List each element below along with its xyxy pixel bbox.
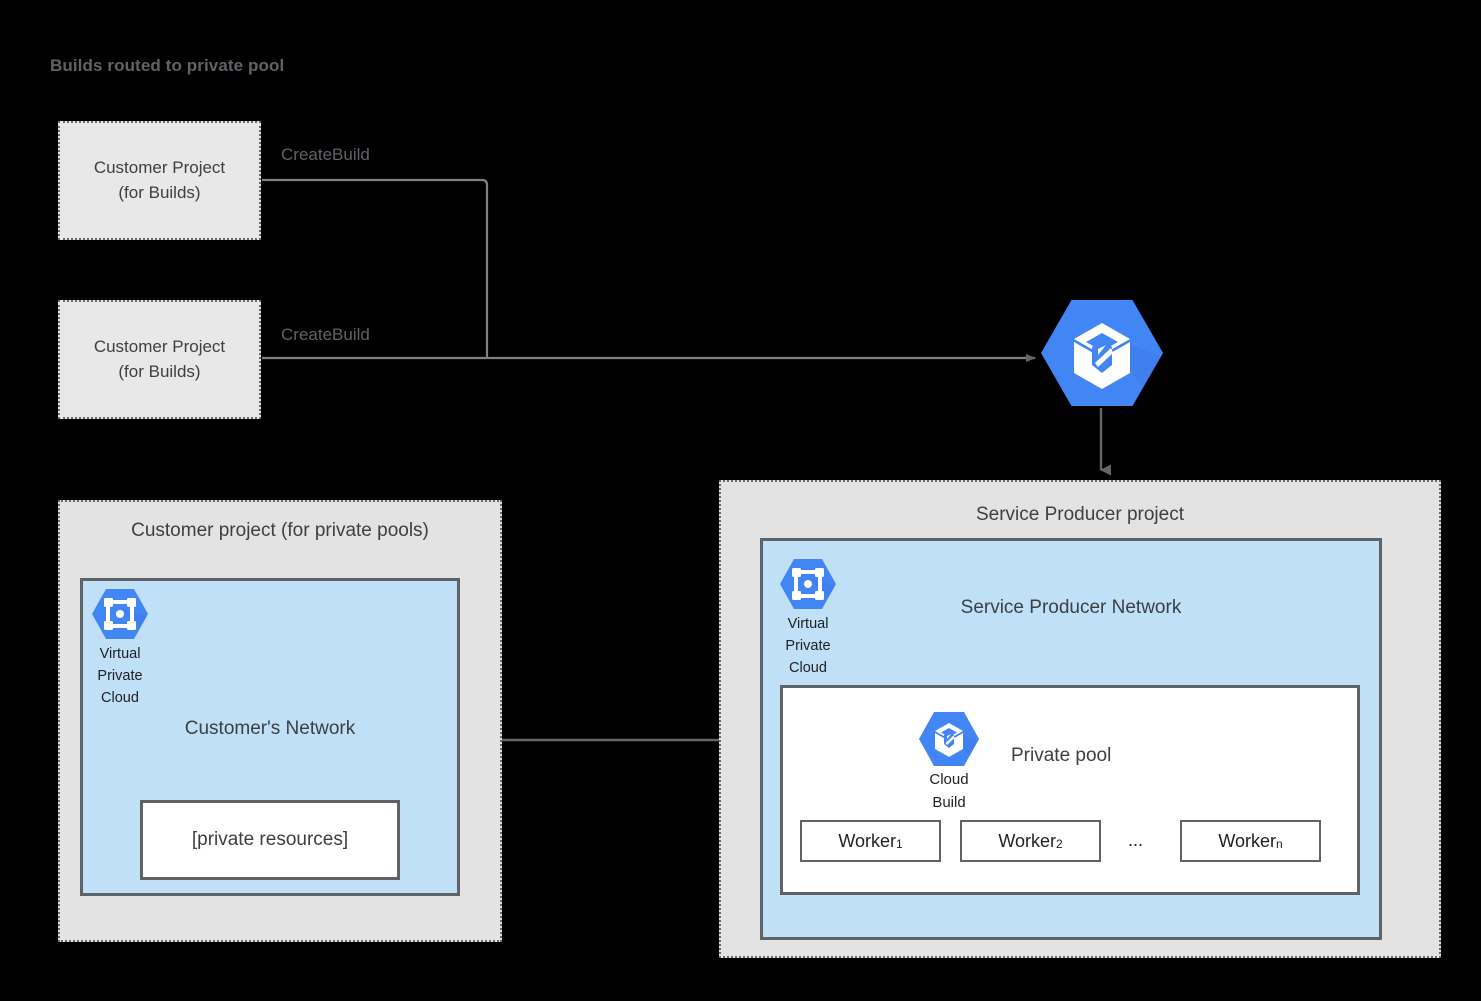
worker-1-label: Worker: [838, 830, 896, 851]
cloud-build-block-pool: Cloud Build: [906, 710, 992, 814]
customer-build-project-1[interactable]: Customer Project (for Builds): [58, 121, 261, 240]
customer-build-project-1-line1: Customer Project: [93, 157, 226, 177]
cloud-build-caption: Cloud Build: [906, 769, 992, 814]
vpc-line2: Private: [97, 668, 143, 685]
customers-network-title: Customer's Network: [184, 718, 356, 739]
vpc-block-producer: Virtual Private Cloud: [768, 557, 848, 679]
worker-n-label: Worker: [1218, 830, 1276, 851]
vpc-caption-customer: Virtual Private Cloud: [80, 643, 160, 709]
customer-build-project-2[interactable]: Customer Project (for Builds): [58, 300, 261, 419]
service-producer-network-title: Service Producer Network: [960, 597, 1182, 618]
vpc-caption-producer: Virtual Private Cloud: [768, 613, 848, 679]
cloud-build-line1: Cloud: [929, 771, 969, 788]
worker-2-label: Worker: [998, 830, 1056, 851]
private-pool-box: [780, 685, 1360, 895]
customer-build-project-2-line1: Customer Project: [93, 336, 226, 356]
vpc-line3: Cloud: [101, 690, 139, 707]
vpc-line3: Cloud: [789, 660, 827, 677]
workers-ellipsis: ...: [1128, 830, 1144, 850]
create-build-label-1: CreateBuild: [281, 145, 370, 164]
page-title: Builds routed to private pool: [50, 56, 285, 75]
cloud-build-icon-pool: [906, 710, 992, 768]
worker-1-subscript: 1: [896, 837, 903, 851]
customer-build-project-1-line2: (for Builds): [118, 182, 201, 202]
vpc-line2: Private: [785, 638, 831, 655]
private-resources-box[interactable]: [private resources]: [140, 800, 400, 880]
private-pool-title: Private pool: [1011, 745, 1112, 766]
worker-n-subscript: n: [1276, 837, 1283, 851]
vpc-icon-producer: [768, 557, 848, 611]
customer-build-project-2-line2: (for Builds): [118, 361, 201, 381]
worker-2-subscript: 2: [1056, 837, 1063, 851]
vpc-line1: Virtual: [787, 616, 829, 632]
create-build-label-2: CreateBuild: [281, 325, 370, 344]
vpc-block-customer: Virtual Private Cloud: [80, 587, 160, 709]
vpc-line1: Virtual: [99, 646, 141, 662]
customer-project-panel-title: Customer project (for private pools): [131, 520, 429, 541]
service-producer-panel-title: Service Producer project: [975, 504, 1185, 525]
cloud-build-line2: Build: [932, 793, 966, 811]
cloud-build-icon[interactable]: [1040, 297, 1164, 409]
vpc-icon-customer: [80, 587, 160, 641]
